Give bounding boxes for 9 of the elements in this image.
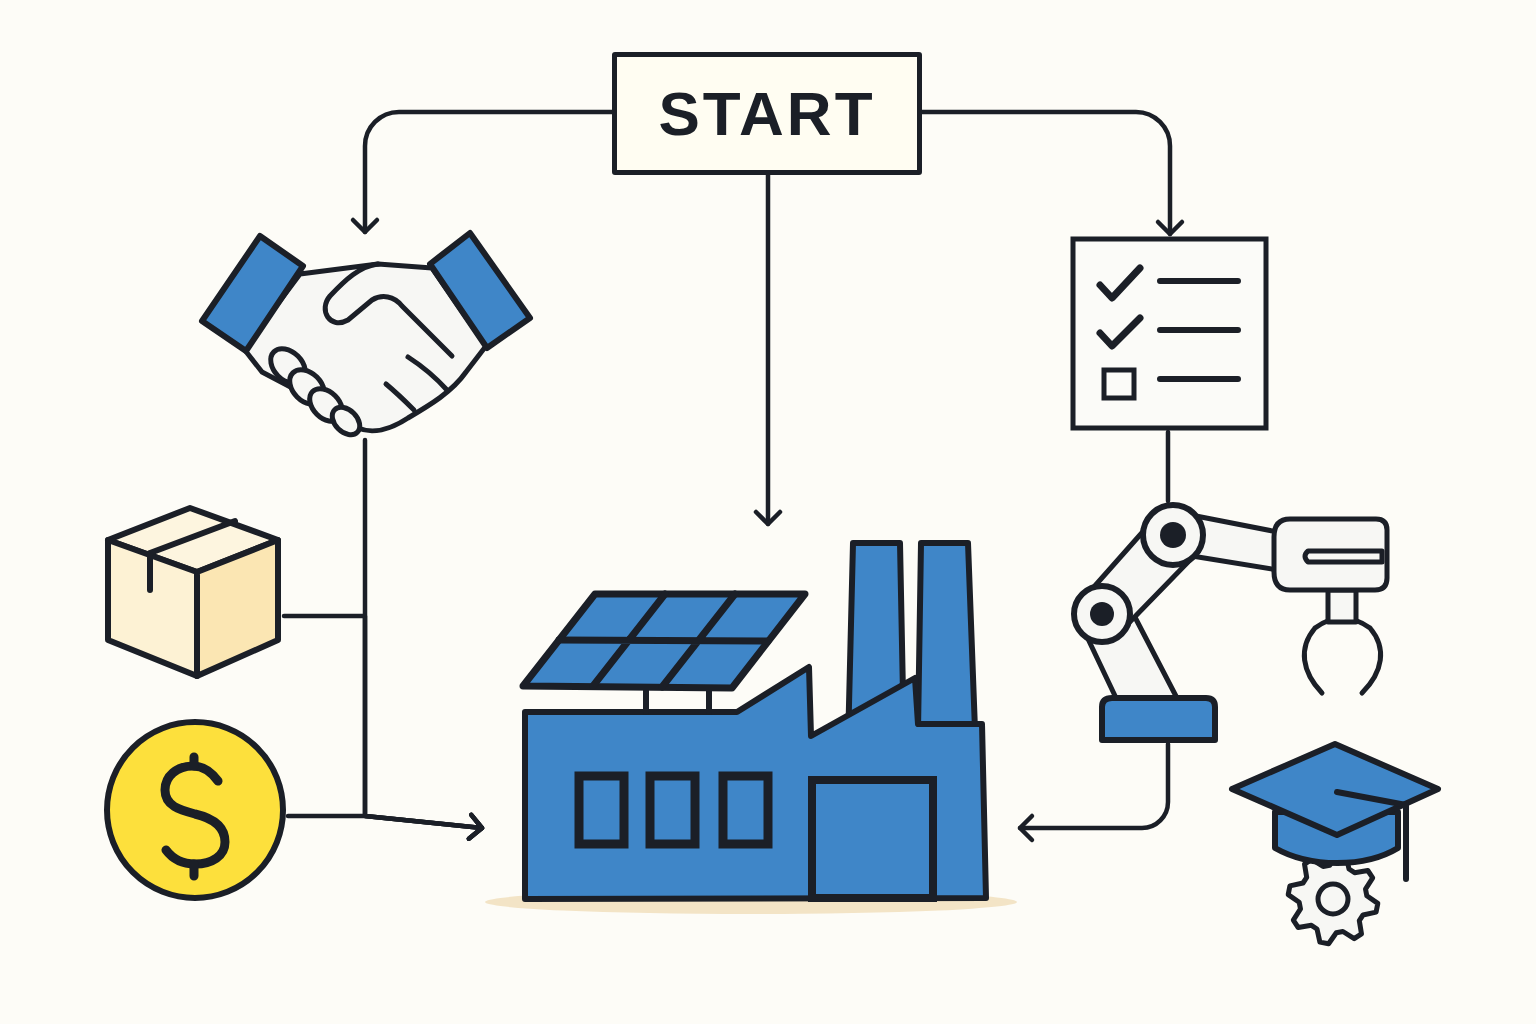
dollar-coin-illustration [104,718,288,902]
start-label: START [658,82,876,145]
handshake-illustration [198,232,534,440]
start-box [612,52,922,175]
connector-line [1165,429,1171,504]
cardboard-box-illustration [104,505,284,680]
arrow [1017,741,1171,843]
checklist-illustration [1070,234,1268,432]
arrow [285,812,485,841]
